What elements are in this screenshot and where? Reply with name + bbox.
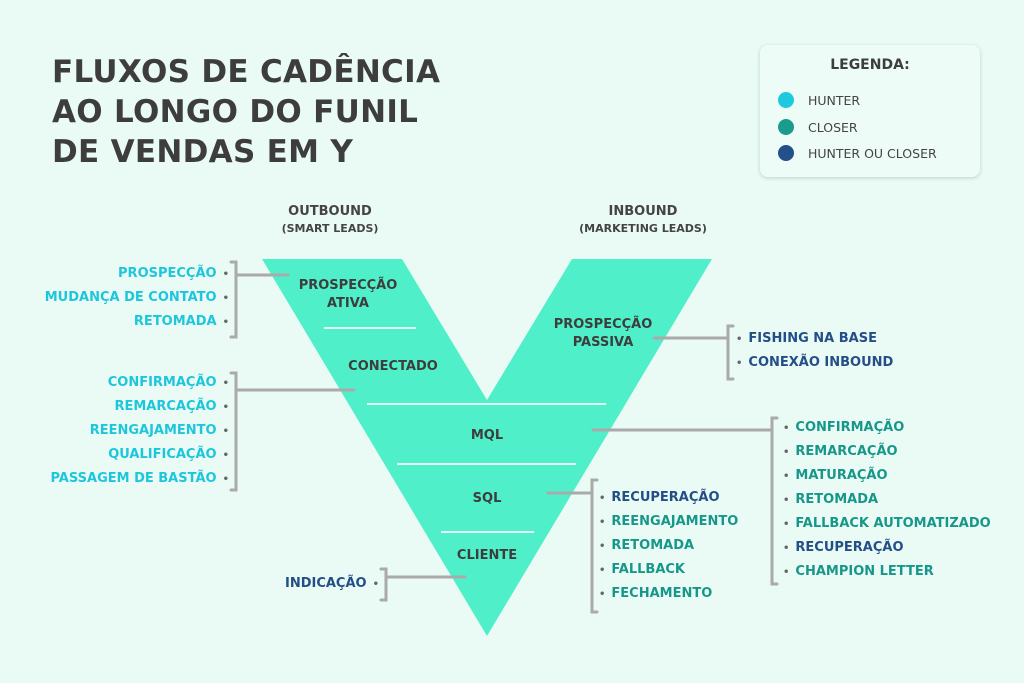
inbound-heading: INBOUND (MARKETING LEADS) (543, 203, 743, 237)
flow-item: FISHING NA BASE (736, 327, 893, 351)
stage-label: PROSPECÇÃO (553, 317, 653, 332)
outbound-title: OUTBOUND (288, 204, 372, 219)
title-line: AO LONGO DO FUNIL (52, 94, 419, 130)
stage-mql: MQL (470, 428, 504, 443)
outbound-heading: OUTBOUND (SMART LEADS) (230, 203, 430, 237)
legend-dot-icon (778, 92, 794, 108)
stage-cliente: CLIENTE (456, 548, 518, 563)
stage-sql: SQL (472, 491, 502, 506)
title-line: FLUXOS DE CADÊNCIA (52, 54, 441, 90)
flow-item: RETOMADA (599, 534, 738, 558)
stage-label: PASSIVA (572, 335, 634, 350)
flow-item: CONEXÃO INBOUND (736, 351, 893, 375)
flow-item: MATURAÇÃO (783, 464, 991, 488)
flows-prospeccao-ativa: PROSPECÇÃOMUDANÇA DE CONTATORETOMADA (45, 262, 229, 334)
flow-item: FECHAMENTO (599, 582, 738, 606)
flows-mql: CONFIRMAÇÃOREMARCAÇÃOMATURAÇÃORETOMADAFA… (783, 416, 991, 584)
flows-prospeccao-passiva: FISHING NA BASECONEXÃO INBOUND (736, 327, 893, 375)
flow-item: CONFIRMAÇÃO (50, 371, 229, 395)
inbound-title: INBOUND (608, 204, 678, 219)
flow-item: INDICAÇÃO (285, 572, 379, 596)
bracket-prospeccao-passiva (652, 324, 735, 381)
flow-item: RECUPERAÇÃO (599, 486, 738, 510)
stage-label: ATIVA (327, 296, 369, 311)
flow-item: QUALIFICAÇÃO (50, 443, 229, 467)
flow-item: CONFIRMAÇÃO (783, 416, 991, 440)
flow-item: RETOMADA (783, 488, 991, 512)
flow-item: RETOMADA (45, 310, 229, 334)
bracket-prospeccao-ativa (229, 260, 290, 339)
flows-conectado: CONFIRMAÇÃOREMARCAÇÃOREENGAJAMENTOQUALIF… (50, 371, 229, 491)
flow-item: FALLBACK AUTOMATIZADO (783, 512, 990, 536)
bracket-cliente (379, 567, 467, 602)
flow-item: FALLBACK (599, 558, 738, 582)
funnel-shape (262, 259, 712, 636)
flow-item: CHAMPION LETTER (783, 560, 991, 584)
legend-box: LEGENDA: HUNTER CLOSER HUNTER OU CLOSER (760, 45, 980, 177)
legend-label: HUNTER (808, 92, 861, 108)
flow-item: REENGAJAMENTO (50, 419, 229, 443)
bracket-mql (591, 416, 779, 586)
flows-cliente: INDICAÇÃO (285, 572, 379, 596)
legend-label: HUNTER OU CLOSER (808, 145, 937, 161)
bracket-conectado (229, 371, 356, 492)
stage-conectado: CONECTADO (348, 359, 438, 374)
stage-label: PROSPECÇÃO (298, 278, 398, 293)
legend-label: CLOSER (808, 119, 858, 135)
legend-item-hunter-or-closer: HUNTER OU CLOSER (778, 143, 937, 163)
flows-sql: RECUPERAÇÃOREENGAJAMENTORETOMADAFALLBACK… (599, 486, 738, 606)
legend-item-hunter: HUNTER (778, 90, 860, 110)
legend-item-closer: CLOSER (778, 117, 858, 137)
legend-title: LEGENDA: (830, 57, 910, 73)
flow-item: RECUPERAÇÃO (783, 536, 991, 560)
inbound-subtitle: (MARKETING LEADS) (579, 222, 707, 235)
stage-prospeccao-ativa: PROSPECÇÃO ATIVA (299, 277, 398, 313)
title-line: DE VENDAS EM Y (52, 134, 354, 170)
flow-item: PASSAGEM DE BASTÃO (50, 467, 229, 491)
legend-dot-icon (778, 145, 794, 161)
bracket-sql (546, 478, 599, 614)
flow-item: REENGAJAMENTO (599, 510, 738, 534)
page-title: FLUXOS DE CADÊNCIA AO LONGO DO FUNIL DE … (52, 52, 440, 172)
legend-dot-icon (778, 119, 794, 135)
stage-prospeccao-passiva: PROSPECÇÃO PASSIVA (554, 316, 653, 352)
outbound-subtitle: (SMART LEADS) (281, 222, 379, 235)
flow-item: REMARCAÇÃO (783, 440, 991, 464)
flow-item: PROSPECÇÃO (45, 262, 229, 286)
flow-item: REMARCAÇÃO (50, 395, 229, 419)
flow-item: MUDANÇA DE CONTATO (45, 286, 229, 310)
